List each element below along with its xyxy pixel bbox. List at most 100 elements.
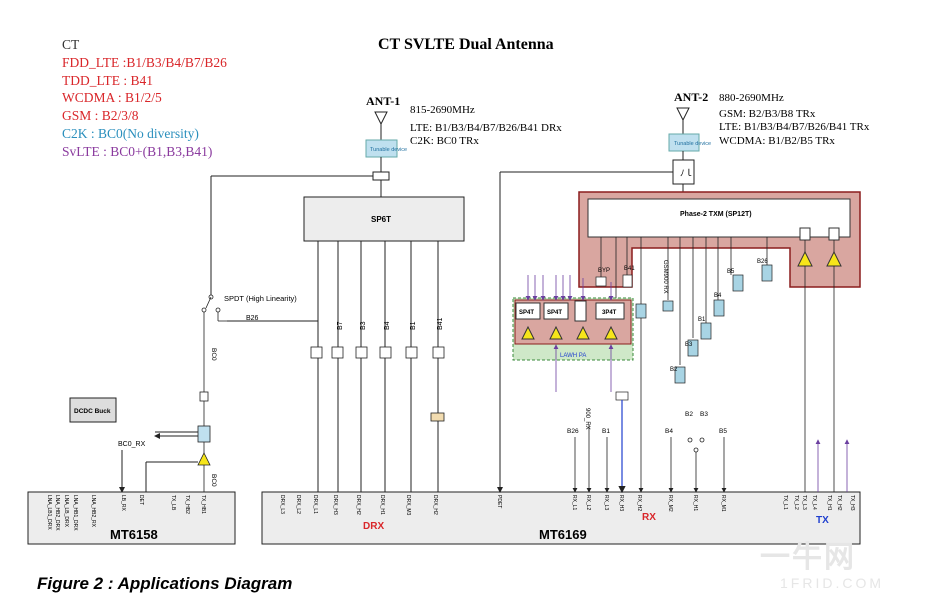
chip-pin-label: TX_HB2 xyxy=(184,495,190,514)
svg-text:B5: B5 xyxy=(727,269,735,275)
figure-caption: Figure 2 : Applications Diagram xyxy=(37,574,293,593)
chip-pin-label: TX_H2 xyxy=(836,495,842,511)
chip-pin-label: LNA_HB1_DRX xyxy=(72,495,78,531)
label-b3: B3 xyxy=(360,321,367,330)
chip-pin-label: RX_H1 xyxy=(692,495,698,511)
chip-pin-label: PDET xyxy=(496,495,502,508)
svg-text:B2: B2 xyxy=(685,411,693,418)
ant1-coupler xyxy=(372,171,390,181)
watermark: 一牛网 xyxy=(760,541,856,574)
mt6169-label: MT6169 xyxy=(539,527,587,542)
label-bc0-lower: BC0 xyxy=(210,474,217,487)
ant2-tunable-label: Tunable device xyxy=(674,141,711,147)
txm-label: Phase-2 TXM (SP12T) xyxy=(680,211,752,218)
mt6169-chip xyxy=(261,491,861,545)
chip-pin-label: DRX_M3 xyxy=(405,495,411,516)
chip-pin-label: RX_H3 xyxy=(618,495,624,511)
chip-pin-label: DET xyxy=(138,495,144,505)
chip-pin-label: LNA_LB_DRX xyxy=(63,495,69,528)
dcdc-label: DCDC Buck xyxy=(74,408,111,415)
legend-item: CT xyxy=(62,37,80,52)
mt6158-chip xyxy=(27,491,236,545)
lawh-pa-label: LAWH PA xyxy=(560,353,586,359)
chip-pin-label: LNA_HB2_RX xyxy=(90,495,96,528)
ant2-info-line: LTE: B1/B3/B4/B7/B26/B41 TRx xyxy=(719,121,870,133)
txm-module xyxy=(578,191,861,288)
tx-purple-lines xyxy=(815,439,850,492)
svg-text:B1: B1 xyxy=(698,317,706,323)
label-bc0-vert: BC0 xyxy=(210,348,217,361)
page-title: CT SVLTE Dual Antenna xyxy=(378,36,554,53)
legend-item: TDD_LTE : B41 xyxy=(62,72,153,88)
ant1-info: 815-2690MHz LTE: B1/B3/B4/B7/B26/B41 DRx… xyxy=(410,104,562,149)
svg-text:BYP: BYP xyxy=(598,268,610,274)
chip-pin-label: RX_M2 xyxy=(667,495,673,512)
legend-item: C2K : BC0(No diversity) xyxy=(62,125,199,141)
svg-text:B26: B26 xyxy=(757,259,768,265)
sp6t-label: SP6T xyxy=(371,215,391,224)
label-b7: B7 xyxy=(337,321,344,330)
chip-pin-label: LB_RX xyxy=(120,495,126,512)
spdt-switch xyxy=(197,294,227,492)
chip-pin-label: TX_H1 xyxy=(826,495,832,511)
chip-pin-label: TX_L3 xyxy=(801,495,807,510)
sp6t-outputs xyxy=(227,241,439,500)
svg-text:B5: B5 xyxy=(719,428,727,435)
tx-label: TX xyxy=(816,515,829,526)
chip-pin-label: DRX_L1 xyxy=(312,495,318,514)
txm-outputs xyxy=(600,237,835,493)
chip-pin-label: TX_H3 xyxy=(849,495,855,511)
label-b4: B4 xyxy=(384,321,391,330)
gsm900-lower-label: 900_RX xyxy=(584,408,590,430)
label-b26-upper: B26 xyxy=(246,315,259,322)
ant1-group xyxy=(210,111,398,295)
chip-pin-label: TX_L4 xyxy=(811,495,817,510)
chip-pin-label: DRX_H2 xyxy=(355,495,361,515)
ant2-coupler-glyph: ﾉｌ xyxy=(680,168,694,178)
label-b41: B41 xyxy=(437,317,444,330)
ant1-info-line: LTE: B1/B3/B4/B7/B26/B41 DRx xyxy=(410,121,562,134)
ant2-tunable-device xyxy=(668,133,700,152)
chip-pin-label: RX_L1 xyxy=(571,495,577,511)
chip-pin-label: DRX_H1 xyxy=(379,495,385,515)
chip-pin-label: TX_L2 xyxy=(793,495,799,510)
ant2-info-line: WCDMA: B1/B2/B5 TRx xyxy=(719,134,835,147)
chip-pin-label: DRX_H3 xyxy=(332,495,338,515)
legend-item: GSM : B2/3/8 xyxy=(62,108,139,124)
ant1-tunable-label: Tunable device xyxy=(370,147,407,153)
drx-filters xyxy=(310,346,445,422)
sp4t-3-label: 3P4T xyxy=(602,310,617,316)
chip-pin-label: RX_M1 xyxy=(720,495,726,512)
txm-filters xyxy=(595,264,773,401)
chip-pin-label: RX_L2 xyxy=(585,495,591,511)
mt6158-label: MT6158 xyxy=(110,527,158,542)
txm-band-labels: BYP B41 B5 B4 B1 B3 B2 B26 xyxy=(598,259,768,373)
sp4t-2-label: SP4T xyxy=(547,310,562,316)
drx-label: DRX xyxy=(363,521,384,532)
rx-label: RX xyxy=(642,512,656,523)
chip-pin-label: TX_HB1 xyxy=(200,495,206,514)
dcdc-buck xyxy=(69,397,117,423)
svg-text:B26: B26 xyxy=(567,428,579,435)
svg-text:B3: B3 xyxy=(700,411,708,418)
legend-item: FDD_LTE :B1/B3/B4/B7/B26 xyxy=(62,54,227,70)
chip-pin-label: DRX_L3 xyxy=(279,495,285,514)
chip-pin-label: RX_L3 xyxy=(603,495,609,511)
svg-text:B3: B3 xyxy=(685,342,693,348)
gsm900rx-label: GSM900 RX xyxy=(662,260,668,294)
chip-pin-label: TX_LB xyxy=(170,495,176,511)
ant2-info-line: 880-2690MHz xyxy=(719,92,784,104)
svg-text:B2: B2 xyxy=(670,367,678,373)
watermark-sub: 1FRID.COM xyxy=(780,575,884,591)
chip-pin-label: TX_L1 xyxy=(782,495,788,510)
bc0-paths xyxy=(119,431,198,493)
chip-pin-label: DRX_H2 xyxy=(432,495,438,515)
label-b1: B1 xyxy=(410,321,417,330)
svg-text:B4: B4 xyxy=(665,428,673,435)
svg-text:B1: B1 xyxy=(602,428,610,435)
svg-text:B4: B4 xyxy=(714,293,722,299)
chip-pin-label: LNA_LB1_DRX xyxy=(46,495,52,530)
